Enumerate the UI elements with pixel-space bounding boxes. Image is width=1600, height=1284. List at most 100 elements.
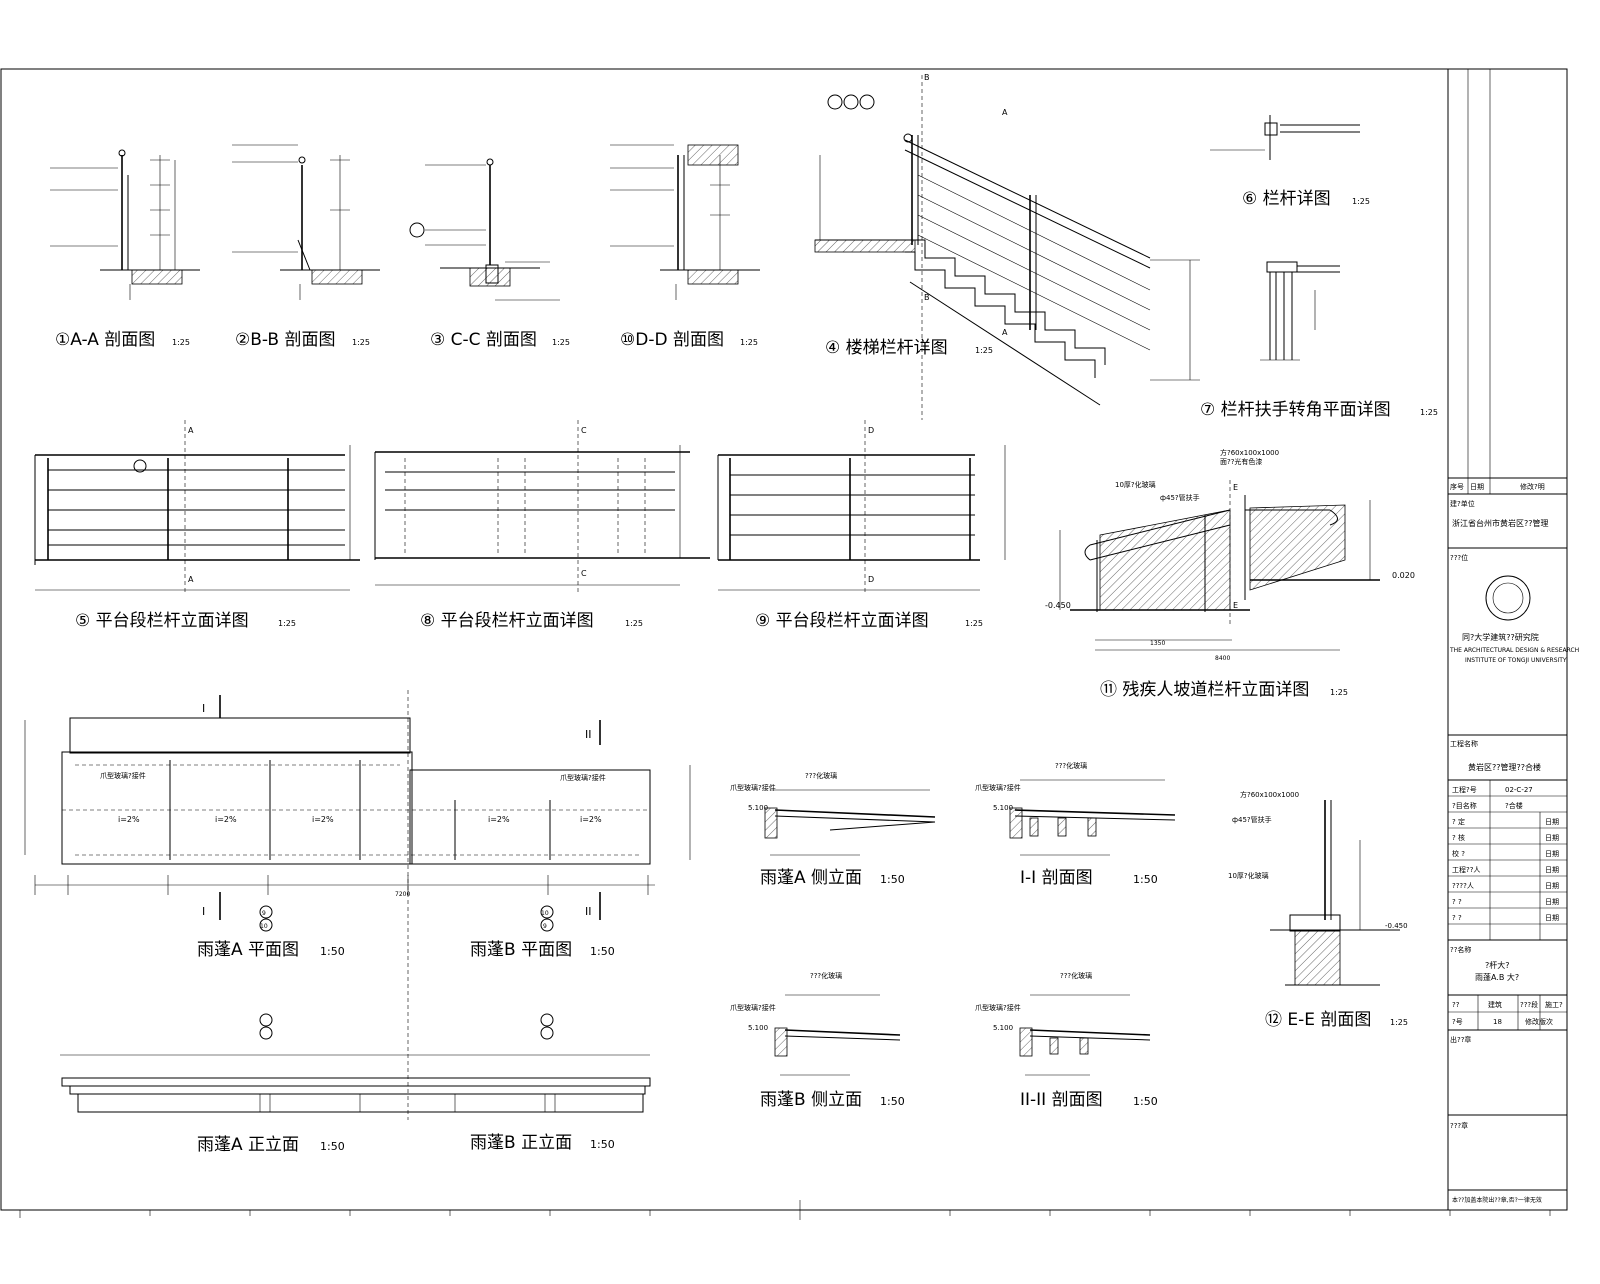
tb-institute-en1: THE ARCHITECTURAL DESIGN & RESEARCH bbox=[1449, 647, 1579, 654]
detail-9-elevation bbox=[717, 420, 1006, 595]
canopy-elev-a-title: 雨蓬A 正立面 bbox=[197, 1135, 299, 1155]
stair-marker-a-top: A bbox=[1002, 108, 1008, 117]
detail-6-scale: 1:25 bbox=[1352, 197, 1370, 206]
tb-col-seq: 序号 bbox=[1450, 482, 1464, 491]
sec-i-glass-top: ???化玻璃 bbox=[1055, 761, 1087, 770]
detail-8-elevation bbox=[374, 420, 710, 595]
detail-5-marker-a-bottom: A bbox=[188, 575, 194, 584]
plan-ref-9: 9 bbox=[262, 910, 266, 917]
ramp-level-b: -0.450 bbox=[1045, 601, 1071, 610]
detail-2-title: ②B-B 剖面图 bbox=[235, 330, 336, 350]
tb-row-key: ?目名称 bbox=[1452, 801, 1477, 810]
stair-marker-a-bottom: A bbox=[1002, 328, 1008, 337]
ramp-marker-e-bottom: E bbox=[1233, 601, 1238, 610]
tb-client: 浙江省台州市黄岩区??管理 bbox=[1452, 518, 1549, 528]
tb-seal-label: ???章 bbox=[1450, 1121, 1468, 1130]
detail-1-title: ①A-A 剖面图 bbox=[55, 330, 155, 350]
side-a-glass-top: ???化玻璃 bbox=[805, 771, 837, 780]
ramp-dim-total: 8400 bbox=[1215, 655, 1230, 662]
detail-1-scale: 1:25 bbox=[172, 338, 190, 347]
plan-glass-note-b: 爪型玻璃?接件 bbox=[560, 773, 606, 782]
detail-10-section bbox=[610, 144, 760, 300]
detail-4-stair bbox=[814, 75, 1200, 420]
canopy-side-b-title: 雨蓬B 侧立面 bbox=[760, 1090, 862, 1110]
tb-project-label: 工程名称 bbox=[1450, 739, 1478, 748]
bottom-ruler bbox=[19, 1200, 1551, 1220]
canopy-plan-a-title: 雨蓬A 平面图 bbox=[197, 940, 299, 960]
detail-11-ramp bbox=[1059, 480, 1380, 651]
detail-6-title: ⑥ 栏杆详图 bbox=[1242, 189, 1331, 209]
sec-ii-elev: 5.100 bbox=[993, 1024, 1013, 1032]
tb-row-key: ? ? bbox=[1452, 898, 1462, 906]
plan-ref-10: 10 bbox=[260, 923, 268, 930]
tb-stage: 建筑 bbox=[1488, 1000, 1502, 1009]
tb-col-change: 修改?明 bbox=[1520, 482, 1545, 491]
detail-12-section bbox=[1270, 800, 1400, 986]
ramp-glass-note: 10厚?化玻璃 bbox=[1115, 480, 1156, 489]
tb-col-date: 日期 bbox=[1470, 483, 1484, 491]
side-b-glass-top: ???化玻璃 bbox=[810, 971, 842, 980]
sec-i-elev: 5.100 bbox=[993, 804, 1013, 812]
side-b-elev: 5.100 bbox=[748, 1024, 768, 1032]
detail-8-title: ⑧ 平台段栏杆立面详图 bbox=[420, 611, 594, 631]
canopy-plan-a-scale: 1:50 bbox=[320, 945, 345, 958]
canopy-section-ii-scale: 1:50 bbox=[1133, 1095, 1158, 1108]
tb-row-value: 日期 bbox=[1545, 818, 1559, 826]
stair-marker-b-bottom: B bbox=[924, 293, 930, 302]
detail-9-title: ⑨ 平台段栏杆立面详图 bbox=[755, 611, 929, 631]
detail-4-scale: 1:25 bbox=[975, 346, 993, 355]
tb-row-value: 日期 bbox=[1545, 882, 1559, 890]
ramp-pipe-note-2: 面??光有色漆 bbox=[1220, 457, 1262, 466]
tb-row-value: ?合楼 bbox=[1505, 801, 1523, 810]
tb-row-key: ????人 bbox=[1452, 882, 1474, 890]
canopy-side-b bbox=[774, 994, 901, 1076]
detail-2-scale: 1:25 bbox=[352, 338, 370, 347]
sec-ii-glass-top: ???化玻璃 bbox=[1060, 971, 1092, 980]
detail-1-section bbox=[50, 149, 200, 300]
detail-9-marker-d-bottom: D bbox=[868, 575, 874, 584]
tb-row-key: 工程??人 bbox=[1452, 865, 1480, 874]
canopy-side-b-scale: 1:50 bbox=[880, 1095, 905, 1108]
side-a-glass-note: 爪型玻璃?接件 bbox=[730, 783, 776, 792]
detail-10-title: ⑩D-D 剖面图 bbox=[620, 330, 724, 350]
tb-row-value: 02-C-27 bbox=[1505, 786, 1533, 794]
plan-dim-total: 7200 bbox=[395, 891, 410, 898]
tb-institute-en2: INSTITUTE OF TONGJI UNIVERSITY bbox=[1465, 657, 1567, 664]
detail-10-scale: 1:25 bbox=[740, 338, 758, 347]
detail-7-title: ⑦ 栏杆扶手转角平面详图 bbox=[1200, 400, 1391, 420]
slope-label-5: i=2% bbox=[580, 815, 602, 824]
tb-phase: 施工? bbox=[1545, 1000, 1563, 1009]
tb-row-key: ? 定 bbox=[1452, 817, 1465, 826]
detail-11-scale: 1:25 bbox=[1330, 688, 1348, 697]
plan-marker-ii-bottom: II bbox=[585, 905, 592, 918]
ramp-pipe-note: 方?60x100x1000 bbox=[1220, 448, 1279, 457]
detail-8-marker-c-bottom: C bbox=[581, 569, 587, 578]
ramp-handrail-note: ф45?管扶手 bbox=[1160, 493, 1200, 502]
detail-6-baluster bbox=[1210, 115, 1360, 160]
detail-9-scale: 1:25 bbox=[965, 619, 983, 628]
detail-12-title: ⑫ E-E 剖面图 bbox=[1265, 1010, 1371, 1030]
detail-3-section bbox=[409, 158, 560, 301]
detail-7-corner bbox=[1260, 261, 1340, 361]
detail-7-scale: 1:25 bbox=[1420, 408, 1438, 417]
plan-ref-9b: 9 bbox=[543, 923, 547, 930]
title-block bbox=[1447, 69, 1567, 1210]
tb-row-value: 日期 bbox=[1545, 898, 1559, 906]
tb-drawing-name-2: 雨蓬A.B 大? bbox=[1475, 972, 1519, 982]
detail-3-scale: 1:25 bbox=[552, 338, 570, 347]
ee-glass-note: 10厚?化玻璃 bbox=[1228, 871, 1269, 880]
canopy-plan bbox=[24, 690, 691, 1120]
detail-11-title: ⑪ 残疾人坡道栏杆立面详图 bbox=[1100, 680, 1309, 700]
tb-design-label: ???位 bbox=[1450, 553, 1468, 562]
plan-marker-i-bottom: I bbox=[202, 905, 205, 918]
tb-row-value: 日期 bbox=[1545, 850, 1559, 858]
slope-label-1: i=2% bbox=[118, 815, 140, 824]
detail-5-scale: 1:25 bbox=[278, 619, 296, 628]
slope-label-2: i=2% bbox=[215, 815, 237, 824]
detail-3-title: ③ C-C 剖面图 bbox=[430, 330, 537, 350]
institute-seal bbox=[1485, 575, 1531, 621]
ramp-marker-e-top: E bbox=[1233, 483, 1238, 492]
